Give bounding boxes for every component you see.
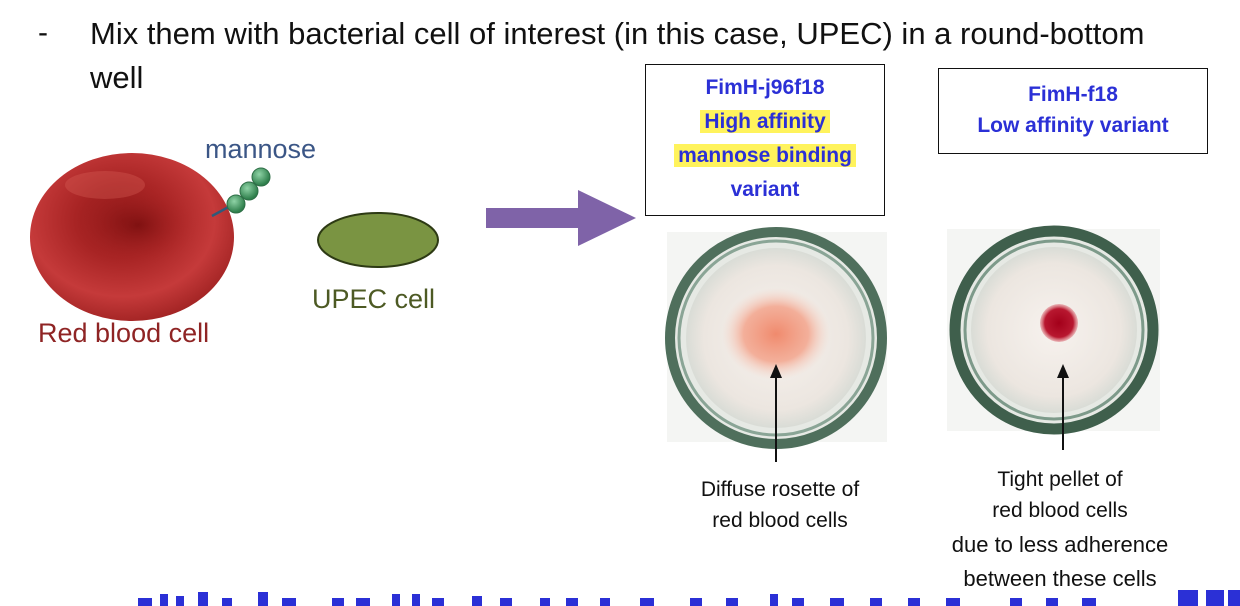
variant-low-line1: Low affinity variant	[977, 114, 1169, 137]
bullet-dash: -	[38, 16, 48, 49]
caption-right-line2: red blood cells	[992, 499, 1128, 522]
caption-left-line2: red blood cells	[712, 509, 848, 532]
low-affinity-variant-box: FimH-f18 Low affinity variant	[938, 68, 1208, 154]
caption-left-line1: Diffuse rosette of	[700, 478, 860, 501]
upec-cell-icon	[317, 212, 439, 268]
bullet-text: Mix them with bacterial cell of interest…	[90, 16, 1145, 95]
mannose-label: mannose	[205, 134, 317, 164]
upec-cell-label: UPEC cell	[312, 284, 436, 314]
tight-pellet-caption: Tight pellet of red blood cells	[930, 464, 1190, 526]
caption-right-line3: due to less adherence	[951, 532, 1169, 557]
well-image-pellet	[947, 225, 1160, 450]
diffuse-rosette-caption: Diffuse rosette of red blood cells	[660, 474, 900, 536]
variant-high-line1: High affinity	[700, 110, 830, 133]
red-blood-cell-icon	[30, 153, 234, 321]
red-blood-cell-label: Red blood cell	[38, 318, 210, 348]
well-image-diffuse	[665, 227, 887, 462]
variant-high-line2: mannose binding	[674, 144, 856, 167]
caption-right-line1: Tight pellet of	[997, 468, 1123, 491]
mannose-chain-icon	[211, 167, 271, 218]
clipped-footer-text	[138, 590, 1240, 606]
high-affinity-variant-box: FimH-j96f18 High affinity mannose bindin…	[645, 64, 885, 216]
variant-high-name: FimH-j96f18	[705, 76, 825, 99]
caption-right-line4: between these cells	[963, 566, 1157, 591]
adherence-caption: due to less adherence between these cell…	[900, 528, 1220, 596]
variant-low-name: FimH-f18	[1028, 83, 1118, 106]
variant-high-line3: variant	[730, 178, 800, 201]
right-arrow-icon	[486, 190, 636, 246]
